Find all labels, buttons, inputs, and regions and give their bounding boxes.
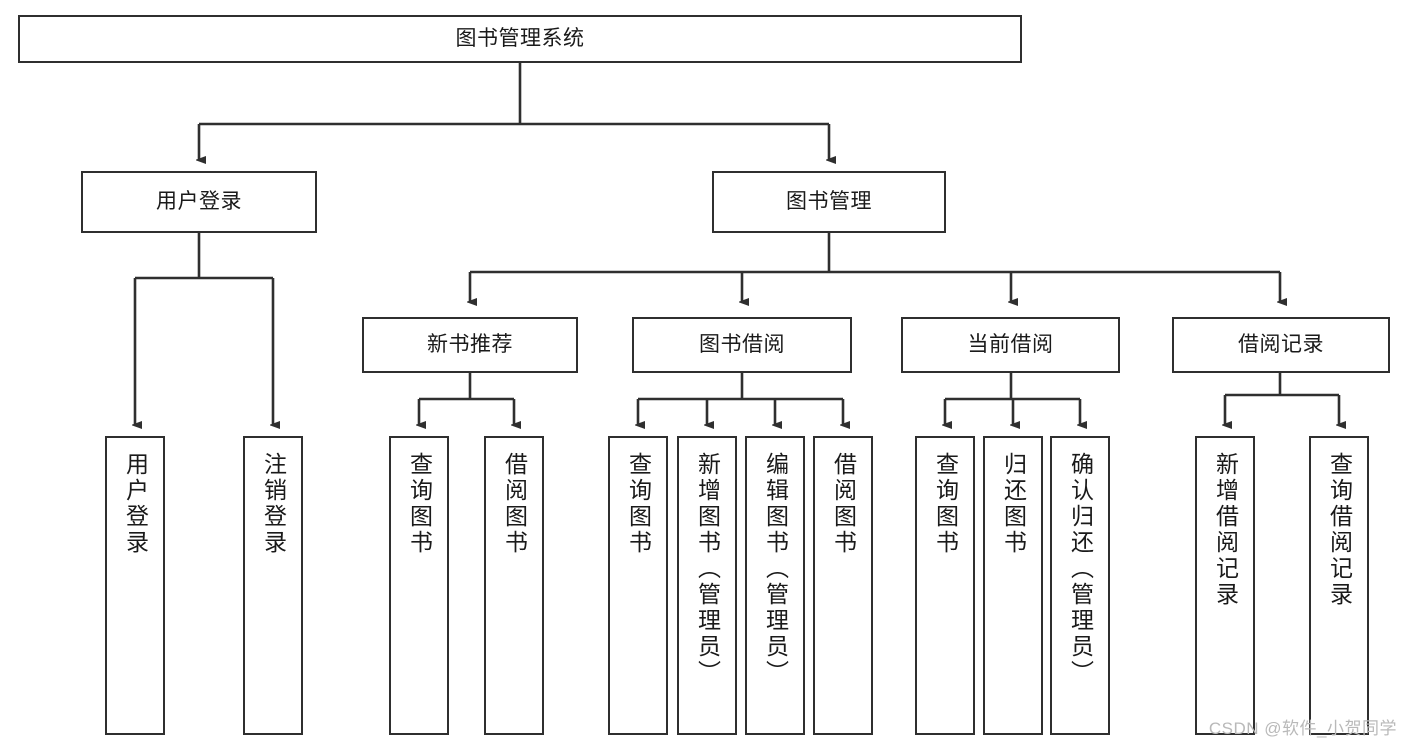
node-label: 图书借阅	[699, 332, 785, 356]
node-leaf-add-book-admin[interactable]: 新增图书（管理员）	[677, 436, 737, 735]
node-label: 当前借阅	[967, 332, 1054, 356]
node-leaf-logout[interactable]: 注销登录	[243, 436, 303, 735]
node-user-login[interactable]: 用户登录	[81, 171, 317, 233]
node-label: 新增图书（管理员）	[694, 452, 721, 686]
node-leaf-query-borrow-record[interactable]: 查询借阅记录	[1309, 436, 1369, 735]
node-label: 查询借阅记录	[1326, 452, 1353, 608]
node-label: 用户登录	[122, 452, 149, 556]
node-leaf-query-book-current[interactable]: 查询图书	[915, 436, 975, 735]
node-leaf-user-login[interactable]: 用户登录	[105, 436, 165, 735]
node-label: 新增借阅记录	[1212, 452, 1239, 608]
node-current-borrow[interactable]: 当前借阅	[901, 317, 1120, 373]
node-label: 图书管理系统	[455, 26, 585, 50]
node-leaf-edit-book-admin[interactable]: 编辑图书（管理员）	[745, 436, 805, 735]
node-leaf-add-borrow-record[interactable]: 新增借阅记录	[1195, 436, 1255, 735]
node-leaf-query-book-borrow[interactable]: 查询图书	[608, 436, 668, 735]
node-leaf-confirm-return-admin[interactable]: 确认归还（管理员）	[1050, 436, 1110, 735]
node-label: 借阅图书	[501, 452, 528, 556]
node-label: 归还图书	[1000, 452, 1027, 556]
node-leaf-query-book-recommend[interactable]: 查询图书	[389, 436, 449, 735]
node-leaf-return-book[interactable]: 归还图书	[983, 436, 1043, 735]
node-label: 确认归还（管理员）	[1067, 452, 1094, 686]
node-label: 编辑图书（管理员）	[762, 452, 789, 686]
node-label: 用户登录	[156, 189, 242, 213]
node-label: 查询图书	[406, 452, 433, 556]
watermark: CSDN @软件_小贺同学	[1208, 719, 1397, 738]
node-label: 注销登录	[260, 452, 287, 556]
node-label: 新书推荐	[427, 332, 513, 356]
node-label: 查询图书	[932, 452, 959, 556]
node-book-management[interactable]: 图书管理	[712, 171, 946, 233]
node-label: 查询图书	[625, 452, 652, 556]
node-label: 借阅图书	[830, 452, 857, 556]
node-new-book-recommend[interactable]: 新书推荐	[362, 317, 578, 373]
node-label: 图书管理	[786, 189, 872, 213]
node-root-book-management-system[interactable]: 图书管理系统	[18, 15, 1022, 63]
node-book-borrow[interactable]: 图书借阅	[632, 317, 852, 373]
node-leaf-borrow-book-recommend[interactable]: 借阅图书	[484, 436, 544, 735]
node-label: 借阅记录	[1238, 332, 1324, 356]
node-leaf-borrow-book[interactable]: 借阅图书	[813, 436, 873, 735]
node-borrow-record[interactable]: 借阅记录	[1172, 317, 1390, 373]
